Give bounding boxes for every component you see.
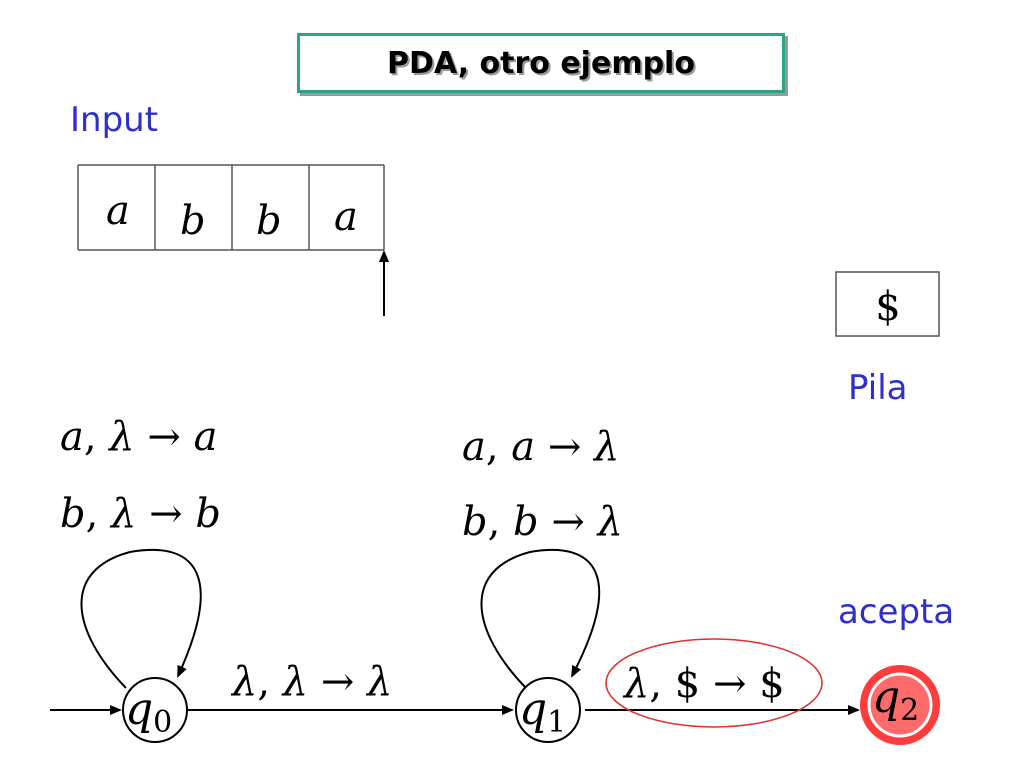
stack-symbol: $ [875,284,900,330]
state-q1: q1 [515,677,581,743]
state-q0-label: q0 [125,684,172,740]
state-q2-accepting: q2 [860,665,940,745]
tape-cell-4: a [334,194,358,240]
loop-q0-arrow [80,548,202,689]
transition-q0-q1-label: λ, λ → λ [230,659,392,705]
loop-q1-arrow [480,548,600,689]
stack-label: Pila [848,368,908,408]
loop-q0-label-1: a, λ → a [60,414,217,460]
loop-q0-label-2: b, λ → b [60,491,221,537]
tape-cell-1: a [106,188,130,234]
state-q2-label: q2 [872,672,919,728]
loop-q1-label-2: b, b → λ [462,499,623,545]
accept-label: acepta [838,592,955,632]
input-tape: a b b a [77,164,385,251]
transition-q1-q2-label: λ, $ → $ [622,661,785,707]
input-label: Input [70,100,159,140]
state-q1-label: q1 [519,684,566,740]
state-q0: q0 [122,677,188,743]
tape-cell-2: b [180,198,206,244]
title-box: PDA, otro ejemplo [297,33,785,93]
loop-q1-label-1: a, a → λ [462,424,619,470]
tape-cell-3: b [256,198,282,244]
highlight-ellipse [605,638,823,728]
stack-cell [835,271,940,337]
slide-title: PDA, otro ejemplo [387,45,695,81]
